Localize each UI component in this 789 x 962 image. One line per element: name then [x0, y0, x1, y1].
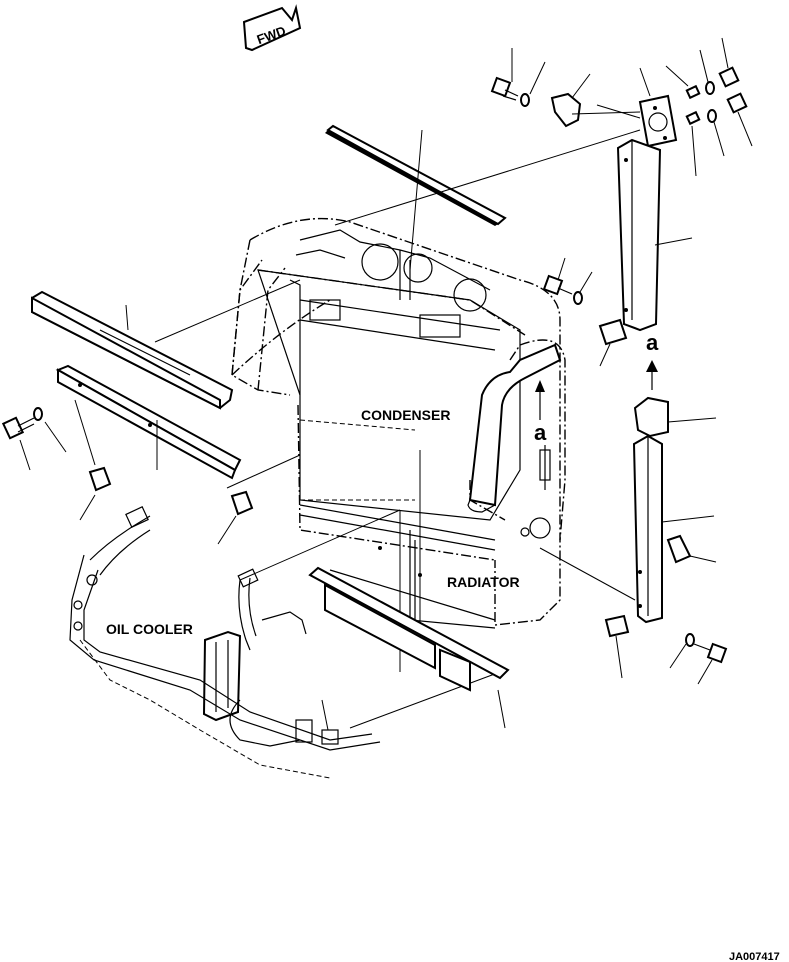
- lower-right-bracket: [632, 434, 715, 624]
- rubber-pads-left: [74, 399, 254, 545]
- top-right-fasteners: [490, 37, 753, 177]
- radiator-label: RADIATOR: [447, 574, 520, 590]
- middle-right-bolt: [542, 257, 593, 305]
- condenser-panel: [257, 229, 521, 551]
- right-curved-tube: [467, 343, 562, 539]
- upper-right-bracket: [616, 138, 693, 332]
- condenser-label: CONDENSER: [361, 407, 450, 423]
- right-pads: [598, 318, 717, 679]
- view-arrows: [535, 360, 658, 490]
- bottom-seal-bar: [308, 566, 510, 729]
- left-bolt-washer: [1, 407, 67, 471]
- lower-right-bolt: [669, 633, 728, 685]
- view-mark-left: a: [534, 420, 547, 445]
- leader-lines: [154, 129, 641, 729]
- upper-left-cover: [31, 290, 234, 410]
- oil-cooler-label: OIL COOLER: [106, 621, 193, 637]
- lower-left-bar: [55, 364, 242, 480]
- drawing-number: JA007417: [729, 951, 780, 962]
- top-seal-strip: [325, 124, 507, 271]
- view-mark-right: a: [646, 330, 659, 355]
- fwd-arrow-badge: FWD: [242, 4, 302, 52]
- oil-cooler-assembly: [69, 506, 381, 779]
- frame-outline: [231, 217, 566, 626]
- left-tube: [231, 259, 286, 391]
